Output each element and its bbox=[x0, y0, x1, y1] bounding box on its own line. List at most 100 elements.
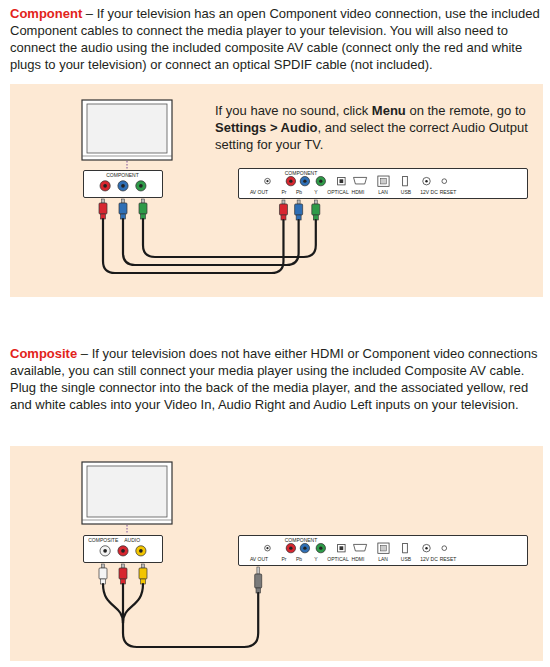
port-label: COMPONENT bbox=[106, 173, 139, 178]
body-text: Settings > Audio bbox=[215, 120, 317, 135]
rca-jack bbox=[136, 181, 146, 191]
panel-background bbox=[10, 446, 543, 661]
port-label: Pr bbox=[282, 190, 287, 195]
section-heading: Composite bbox=[10, 346, 77, 361]
port-label: HDMI bbox=[352, 190, 365, 195]
port-label: AUDIO bbox=[124, 538, 140, 543]
component-jack-center bbox=[289, 546, 292, 549]
rca-jack-center bbox=[103, 184, 107, 188]
body-text: on the remote, go to bbox=[409, 103, 525, 118]
rca-jack bbox=[100, 546, 110, 556]
port-label: RESET bbox=[440, 557, 457, 562]
optical-port-center bbox=[340, 179, 344, 183]
optical-port-center bbox=[340, 546, 344, 550]
rca-jack bbox=[118, 546, 128, 556]
plug-body bbox=[99, 203, 107, 214]
av-cable bbox=[99, 199, 320, 273]
section-heading: Component bbox=[10, 6, 82, 21]
hdmi-port bbox=[354, 177, 367, 184]
port-label: OPTICAL bbox=[327, 190, 348, 195]
plug-tip bbox=[102, 564, 105, 568]
port-label: AV OUT bbox=[250, 557, 268, 562]
port-label: OPTICAL bbox=[327, 557, 348, 562]
port-label: RESET bbox=[440, 190, 457, 195]
port-label: Pb bbox=[296, 557, 302, 562]
rca-jack bbox=[136, 546, 146, 556]
plug-tip bbox=[142, 199, 145, 203]
lan-port bbox=[378, 176, 389, 186]
av-out-jack bbox=[265, 178, 271, 184]
tv-bezel bbox=[82, 156, 172, 157]
av-out-jack-center bbox=[266, 547, 268, 549]
rca-jack bbox=[100, 181, 110, 191]
av-out-jack bbox=[265, 545, 271, 551]
plug-body bbox=[279, 204, 287, 215]
component-jack bbox=[316, 543, 325, 552]
component-jack-center bbox=[319, 546, 322, 549]
port-label: COMPOSITE bbox=[88, 538, 118, 543]
port-label: LAN bbox=[378, 557, 388, 562]
plug-body bbox=[255, 574, 262, 588]
rca-jack-center bbox=[139, 549, 143, 553]
component-jack bbox=[286, 176, 295, 185]
port-label: 12V DC bbox=[420, 557, 438, 562]
reset-button bbox=[442, 179, 447, 184]
cable-wire bbox=[143, 219, 316, 257]
port-label: Y bbox=[314, 190, 317, 195]
component-jack-center bbox=[319, 179, 322, 182]
port-label: LAN bbox=[378, 190, 388, 195]
component-jack-center bbox=[289, 179, 292, 182]
hdmi-port bbox=[354, 544, 367, 551]
av-cable bbox=[99, 564, 262, 647]
plug-body bbox=[139, 203, 147, 214]
rca-jack-center bbox=[121, 549, 125, 553]
body-text: Menu bbox=[372, 103, 406, 118]
cable-wire bbox=[123, 584, 143, 623]
body-text: If you have no sound, click bbox=[215, 103, 368, 118]
plug-tip bbox=[122, 199, 125, 203]
tv-jack-panel: COMPOSITE AUDIO bbox=[83, 535, 163, 563]
port-label: Y bbox=[314, 557, 317, 562]
optical-port bbox=[338, 544, 345, 551]
rca-jack bbox=[118, 181, 128, 191]
dc-jack-pin bbox=[425, 180, 427, 182]
component-jack bbox=[316, 176, 325, 185]
optical-port bbox=[338, 177, 345, 184]
dotted-leader bbox=[127, 525, 128, 534]
tv-jack-panel: COMPONENT bbox=[83, 170, 163, 198]
usb-port bbox=[403, 176, 408, 185]
paragraph: Composite – If your television does not … bbox=[10, 345, 542, 413]
dc-jack bbox=[423, 177, 430, 184]
usb-port bbox=[403, 543, 408, 552]
port-label: Pr bbox=[282, 557, 287, 562]
av-out-jack-center bbox=[266, 180, 268, 182]
lan-port-inner bbox=[381, 545, 387, 551]
media-player: AV OUTCOMPONENTPrPbYOPTICALHDMILANUSB12V… bbox=[238, 168, 528, 199]
television bbox=[82, 100, 172, 169]
plug-body bbox=[119, 203, 127, 214]
plug-tip bbox=[102, 199, 105, 203]
dc-jack-pin bbox=[425, 547, 427, 549]
body-text: – If your television does not have eithe… bbox=[10, 346, 538, 412]
port-label: AV OUT bbox=[250, 190, 268, 195]
plug-tip bbox=[122, 564, 125, 568]
tv-frame bbox=[82, 462, 172, 524]
lan-port-inner bbox=[381, 178, 387, 184]
plug-tip bbox=[282, 200, 285, 204]
component-jack bbox=[300, 543, 309, 552]
rca-jack-center bbox=[103, 549, 107, 553]
component-jack-center bbox=[303, 546, 306, 549]
plug-body bbox=[139, 568, 147, 579]
body-text: – If your television has an open Compone… bbox=[10, 6, 540, 72]
plug-body bbox=[312, 204, 320, 215]
port-label: USB bbox=[401, 557, 411, 562]
cable-wire bbox=[103, 584, 123, 623]
tv-bezel bbox=[82, 520, 172, 521]
port-label: COMPONENT bbox=[285, 538, 318, 543]
component-jack-center bbox=[303, 179, 306, 182]
port-label: USB bbox=[401, 190, 411, 195]
plug-body bbox=[295, 204, 303, 215]
plug-tip bbox=[297, 200, 300, 204]
